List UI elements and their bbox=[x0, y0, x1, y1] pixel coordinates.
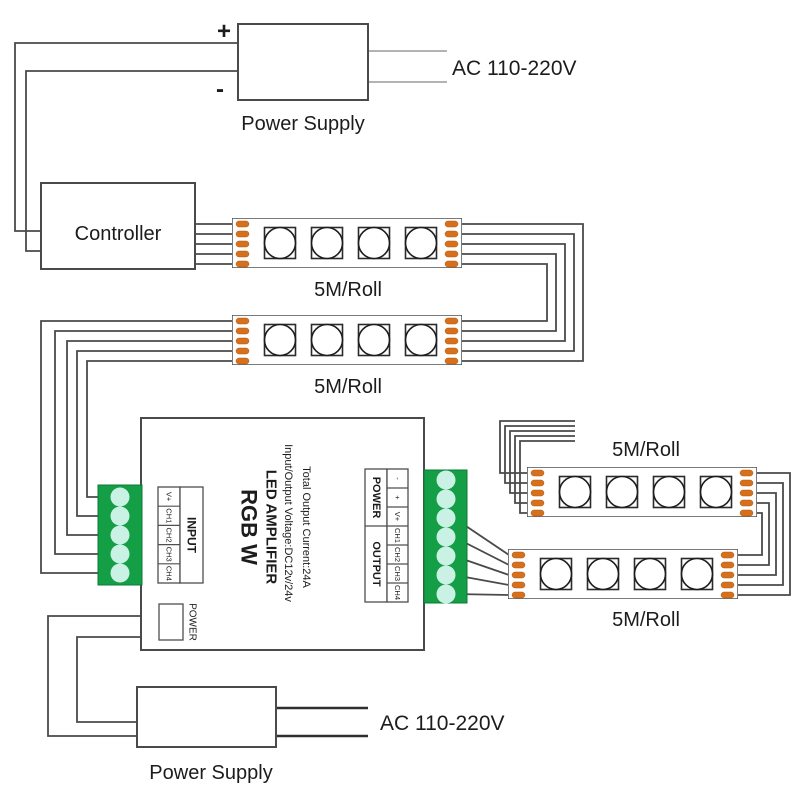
output-terminal-column bbox=[386, 468, 409, 603]
led-strip-2: 5M/Roll bbox=[232, 315, 462, 398]
controller-box bbox=[40, 182, 196, 270]
strip-continuation-wire bbox=[509, 430, 575, 494]
bottom-power-supply: Power Supply AC 110-220V bbox=[136, 686, 505, 784]
output-terminal-label: CH2 bbox=[393, 547, 402, 562]
power-supply-box bbox=[237, 23, 369, 101]
input-channel-label: CH3 bbox=[165, 547, 174, 562]
terminal-screw bbox=[436, 508, 456, 528]
output-terminal-label: - bbox=[393, 477, 402, 480]
terminal-screw bbox=[110, 544, 130, 564]
top-power-supply: + - Power Supply AC 110-220V bbox=[216, 18, 577, 135]
amplifier-titles: RGB W LED AMPLIFIER Input/Output Voltage… bbox=[237, 444, 313, 602]
input-channel-label: CH4 bbox=[165, 566, 174, 581]
amp-power-wire bbox=[76, 636, 141, 723]
plus-terminal-label: + bbox=[217, 18, 231, 45]
power-jack-label: POWER bbox=[187, 603, 198, 641]
terminal-screw bbox=[110, 506, 130, 526]
strip-loop-wire bbox=[738, 502, 770, 566]
output-terminal-label: CH1 bbox=[393, 528, 402, 543]
strip-loop-wire bbox=[462, 223, 584, 362]
led-strip-3: 5M/Roll bbox=[527, 439, 757, 517]
strip-input-wire bbox=[76, 350, 232, 517]
input-label-cell bbox=[179, 486, 204, 584]
output-power-label: POWER bbox=[370, 477, 382, 519]
strip-loop-wire bbox=[738, 482, 784, 586]
power-supply-box bbox=[136, 686, 277, 748]
power-jack: POWER bbox=[158, 603, 198, 641]
terminal-screw bbox=[110, 487, 130, 507]
strip-loop-wire bbox=[738, 512, 763, 556]
strip-input-wire bbox=[54, 330, 232, 555]
led-strip bbox=[508, 549, 738, 599]
strip-roll-label: 5M/Roll bbox=[314, 279, 382, 301]
controller-label: Controller bbox=[75, 223, 162, 245]
input-channel-label: V+ bbox=[165, 492, 174, 502]
strip-roll-label: 5M/Roll bbox=[612, 439, 680, 461]
strip-continuation-wire bbox=[514, 435, 575, 504]
input-label: INPUT bbox=[185, 517, 199, 554]
terminal-screw bbox=[436, 489, 456, 509]
strip-continuation-wire bbox=[519, 440, 575, 514]
led-strip-1: 5M/Roll bbox=[232, 218, 462, 301]
output-terminal-label: CH4 bbox=[393, 585, 402, 600]
minus-terminal-label: - bbox=[216, 76, 224, 103]
strip-loop-wire bbox=[462, 233, 575, 352]
terminal-screw bbox=[436, 527, 456, 547]
led-strip-4: 5M/Roll bbox=[508, 549, 738, 631]
output-terminal-label: CH3 bbox=[393, 566, 402, 581]
strip-loop-wire bbox=[462, 263, 548, 322]
wiring bbox=[14, 42, 791, 738]
output-label-block: POWER OUTPUT - + V+ CH1 CH2 CH3 CH4 bbox=[364, 468, 409, 603]
output-terminal-block bbox=[423, 469, 468, 604]
psu-plus-wire bbox=[14, 42, 238, 232]
strip-input-wire bbox=[66, 340, 232, 536]
amplifier-subtitle: LED AMPLIFIER bbox=[263, 470, 280, 585]
output-terminal-label: + bbox=[393, 495, 402, 500]
terminal-screw bbox=[110, 563, 130, 583]
strip-loop-wire bbox=[738, 472, 791, 596]
strip-roll-label: 5M/Roll bbox=[612, 609, 680, 631]
strip-continuation-wire bbox=[499, 420, 575, 474]
strip-roll-label: 5M/Roll bbox=[314, 376, 382, 398]
input-terminal-block bbox=[97, 484, 143, 586]
amplifier-title: RGB W bbox=[237, 489, 262, 565]
power-jack-socket bbox=[158, 603, 184, 641]
led-strip bbox=[232, 218, 462, 268]
strip-input-wire bbox=[40, 320, 232, 574]
amplifier-voltage-spec: Input/Output Voltage:DC12v/24v bbox=[282, 444, 294, 602]
power-supply-label: Power Supply bbox=[241, 113, 364, 135]
led-strip bbox=[232, 315, 462, 365]
strip-continuation-wire bbox=[504, 425, 575, 484]
amplifier-current-spec: Total Output Current:24A bbox=[300, 466, 312, 588]
input-label-block: V+ CH1 CH2 CH3 CH4 INPUT bbox=[157, 486, 204, 584]
led-strip bbox=[527, 467, 757, 517]
ac-voltage-label: AC 110-220V bbox=[380, 712, 505, 735]
terminal-screw bbox=[110, 525, 130, 545]
strip-loop-wire bbox=[462, 253, 557, 332]
psu-minus-wire bbox=[25, 70, 238, 252]
power-supply-label: Power Supply bbox=[149, 762, 272, 784]
amp-power-wire bbox=[47, 615, 141, 737]
input-channel-label: CH1 bbox=[165, 508, 174, 523]
terminal-screw bbox=[436, 584, 456, 604]
ac-voltage-label: AC 110-220V bbox=[452, 57, 577, 80]
output-terminal-label: V+ bbox=[393, 512, 402, 522]
strip-loop-wire bbox=[738, 492, 777, 576]
input-channel-label: CH2 bbox=[165, 527, 174, 542]
strip-loop-wire bbox=[462, 243, 566, 342]
terminal-screw bbox=[436, 470, 456, 490]
terminal-screw bbox=[436, 565, 456, 585]
rgbw-amplifier: V+ CH1 CH2 CH3 CH4 INPUT RGB W LED AMPLI… bbox=[97, 417, 468, 651]
output-label: OUTPUT bbox=[370, 541, 382, 587]
controller: Controller bbox=[40, 182, 196, 270]
terminal-screw bbox=[436, 546, 456, 566]
